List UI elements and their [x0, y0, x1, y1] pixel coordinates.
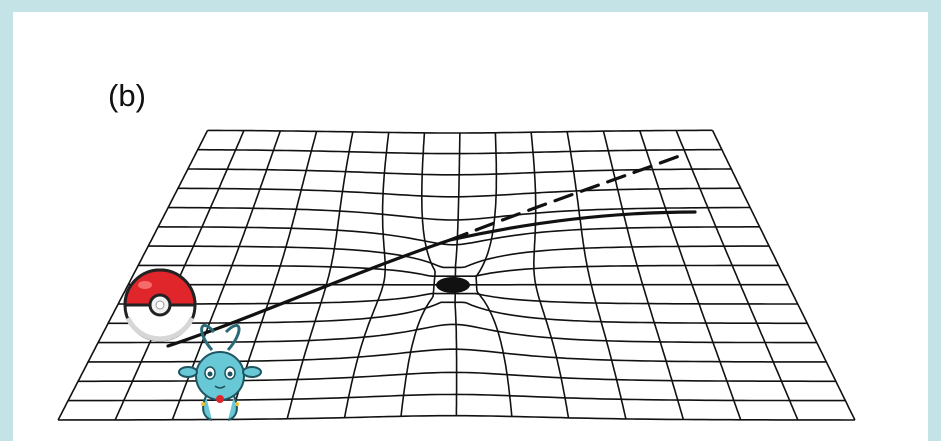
- grid-line-horizontal: [158, 226, 760, 246]
- grid-line-horizontal: [108, 301, 808, 325]
- grid-line-vertical: [400, 132, 436, 417]
- grid-line-horizontal: [68, 393, 846, 402]
- grid-line-horizontal: [168, 206, 751, 221]
- panel-label: (b): [108, 78, 146, 113]
- grid-line-horizontal: [118, 292, 798, 305]
- manaphy-creature-icon: [178, 324, 262, 421]
- grid-line-vertical: [639, 130, 742, 421]
- grid-line-horizontal: [178, 187, 741, 198]
- grid-line-vertical: [475, 132, 513, 417]
- grid-line-vertical: [675, 130, 799, 421]
- grid-line-horizontal: [138, 264, 779, 277]
- grid-line-vertical: [711, 129, 856, 421]
- undeflected-trajectory-dashed: [448, 153, 684, 242]
- deflected-trajectory: [166, 210, 697, 348]
- pokeball-icon: [123, 268, 197, 342]
- grid-line-horizontal: [148, 245, 770, 269]
- grid-line-horizontal: [58, 414, 855, 421]
- grid-line-horizontal: [207, 129, 713, 134]
- grid-line-vertical: [343, 132, 390, 418]
- grid-line-vertical: [530, 132, 570, 418]
- grid-line-horizontal: [197, 148, 722, 155]
- warped-spacetime-grid: [57, 129, 856, 421]
- trajectories: [166, 153, 697, 348]
- gravity-well-center: [436, 277, 470, 293]
- gravity-well: [436, 277, 470, 293]
- grid-line-horizontal: [98, 323, 817, 344]
- grid-line-vertical: [566, 131, 627, 420]
- grid-line-vertical: [57, 130, 209, 421]
- grid-line-vertical: [286, 131, 354, 419]
